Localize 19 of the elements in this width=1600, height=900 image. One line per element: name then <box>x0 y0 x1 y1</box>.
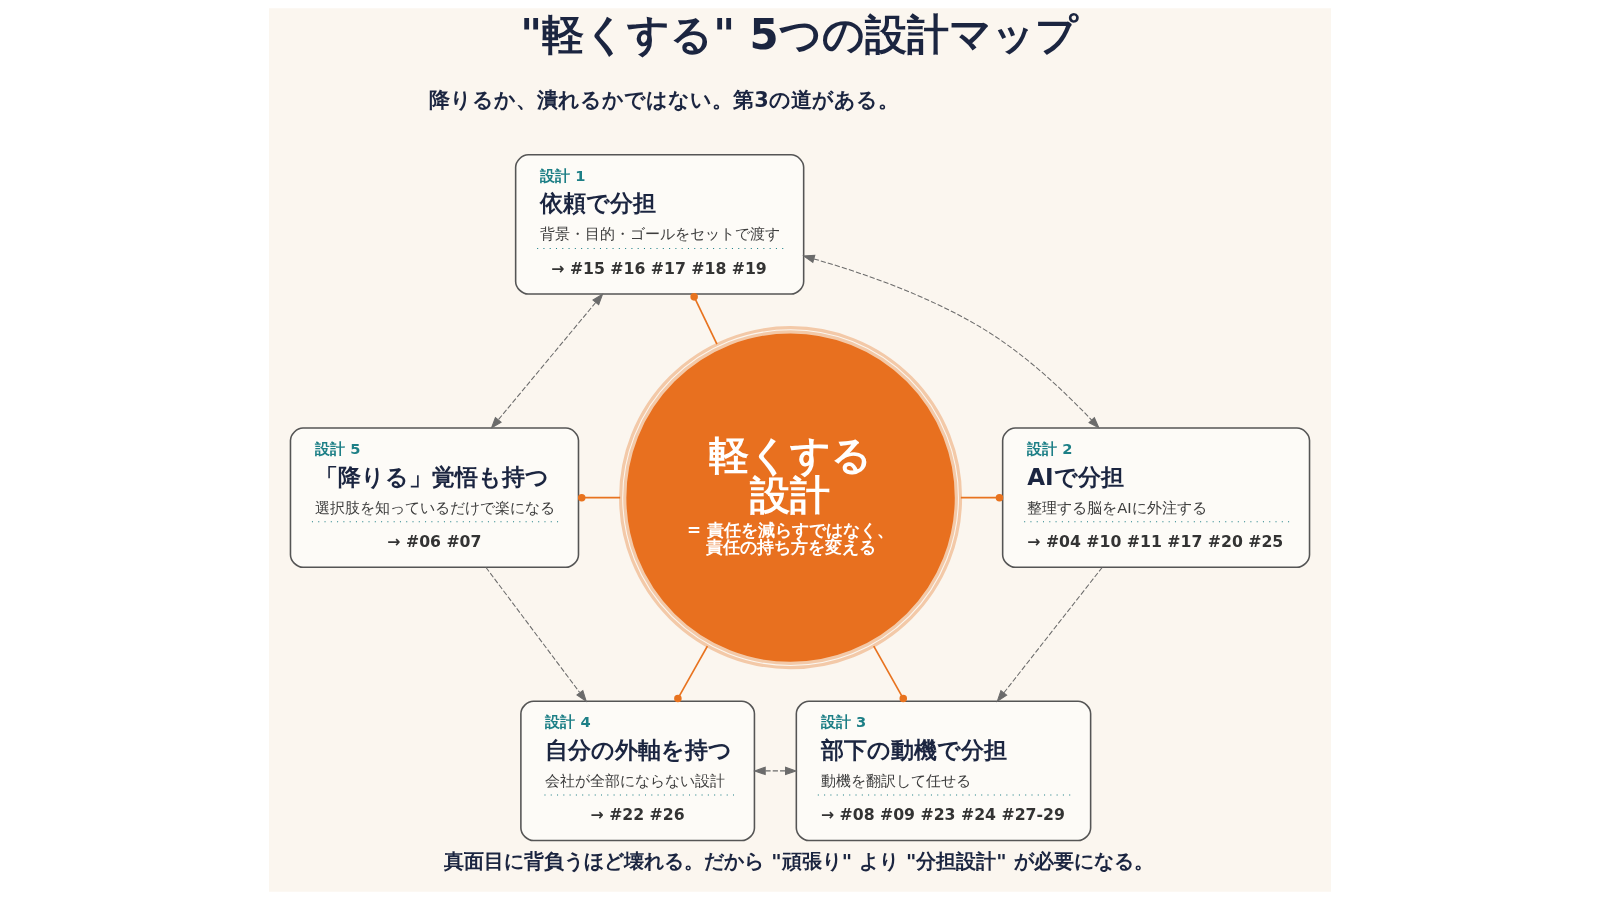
node-box: 設計 4 自分の外軸を持つ 会社が全部にならない設計 → #22 #26 <box>520 700 756 842</box>
diagram-title: "軽くする" 5つの設計マップ <box>520 9 1078 59</box>
node-box: 設計 5 「降りる」覚悟も持つ 選択肢を知っているだけで楽になる → #06 #07 <box>289 427 580 569</box>
arrow <box>490 293 604 430</box>
arrow <box>996 566 1103 703</box>
arrow <box>802 254 1100 429</box>
node-circle: 軽くする設計 = 責任を減らすではなく、責任の持ち方を変える <box>619 326 963 670</box>
arrow <box>753 766 798 776</box>
arrow <box>485 566 588 703</box>
node-box: 設計 2 AIで分担 整理する脳をAIに外注する → #04 #10 #11 #17 #20 #25 <box>1001 427 1311 569</box>
connector <box>674 645 709 703</box>
connector <box>577 493 621 502</box>
node-box: 設計 1 依頼で分担 背景・目的・ゴールをセットで渡す → #15 #16 #17 #18 #19 <box>514 154 805 295</box>
connector <box>872 645 908 703</box>
caption: 真面目に背負うほど壊れる。だから "頑張り" より "分担設計" が必要になる。 <box>444 849 1154 873</box>
connector <box>690 293 718 345</box>
node-box: 設計 3 部下の動機で分担 動機を翻訳して任せる → #08 #09 #23 #24 #27-29 <box>795 700 1092 842</box>
connector <box>960 493 1004 502</box>
label: 降りるか、潰れるかではない。第3の道がある。 <box>429 87 899 112</box>
